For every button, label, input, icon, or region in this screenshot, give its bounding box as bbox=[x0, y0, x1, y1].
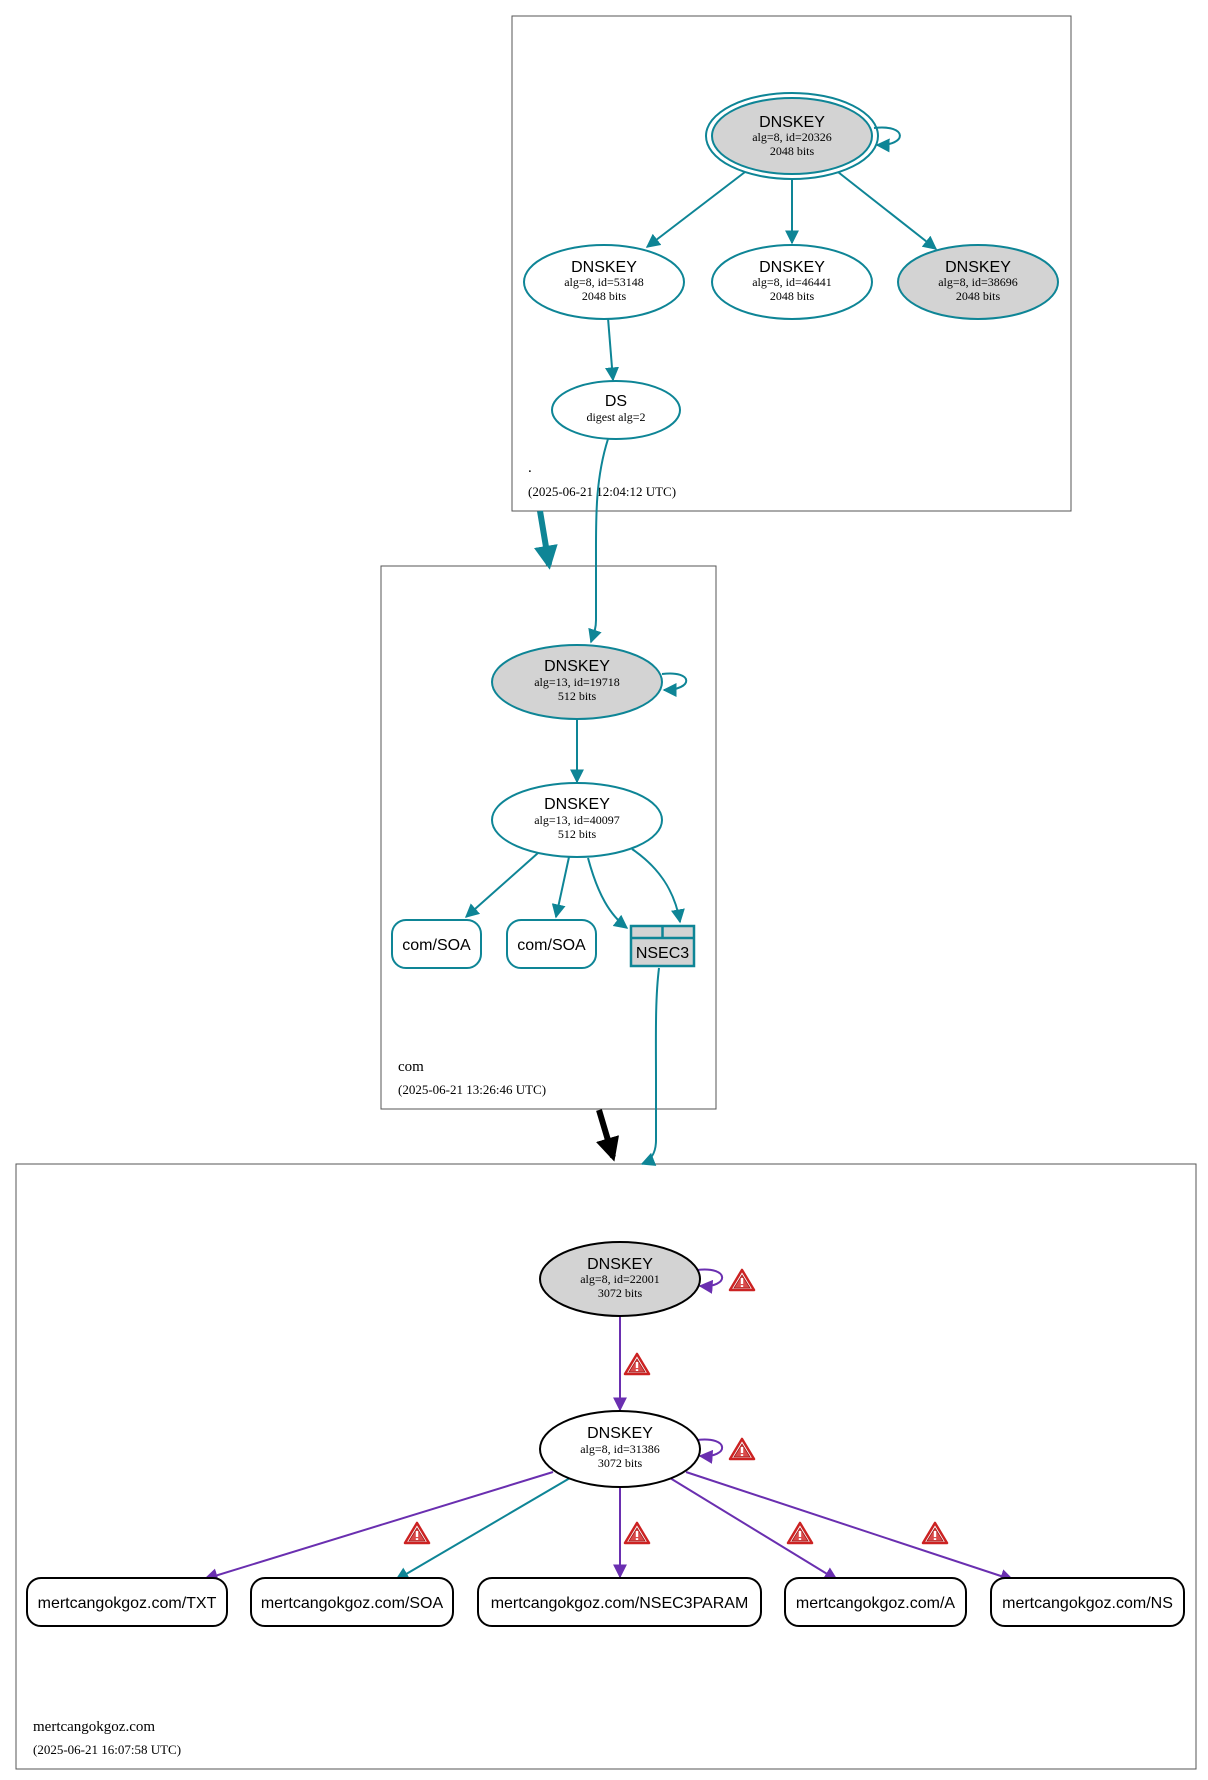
zone-com-timestamp: (2025-06-21 13:26:46 UTC) bbox=[398, 1082, 546, 1097]
edge-com-zsk-to-nsec3-a bbox=[587, 857, 629, 929]
edge-com-zsk-to-soa1 bbox=[464, 852, 539, 918]
node-detail: 3072 bits bbox=[598, 1286, 643, 1300]
node-com-ksk[interactable]: DNSKEY alg=13, id=19718 512 bits bbox=[491, 644, 663, 720]
warnings bbox=[403, 1268, 949, 1545]
node-detail: alg=8, id=46441 bbox=[752, 275, 832, 289]
zone-domain: mertcangokgoz.com (2025-06-21 16:07:58 U… bbox=[15, 1163, 1197, 1770]
warning-icon[interactable] bbox=[921, 1521, 949, 1545]
node-title: DNSKEY bbox=[544, 658, 610, 675]
node-title: DNSKEY bbox=[759, 114, 825, 131]
edge-root-zsk1-to-ds bbox=[605, 317, 619, 382]
node-detail: 3072 bits bbox=[598, 1456, 643, 1470]
com-edges bbox=[464, 672, 688, 1166]
domain-edges bbox=[203, 1268, 1015, 1583]
edge-dom-zsk-to-a bbox=[669, 1477, 839, 1581]
edge-root-ds-to-com-ksk bbox=[588, 438, 609, 644]
node-title: DNSKEY bbox=[571, 259, 637, 276]
node-title: DNSKEY bbox=[759, 259, 825, 276]
warning-icon[interactable] bbox=[623, 1352, 651, 1376]
node-domain-ns[interactable]: mertcangokgoz.com/NS bbox=[990, 1577, 1185, 1627]
zone-domain-timestamp: (2025-06-21 16:07:58 UTC) bbox=[33, 1742, 181, 1757]
node-detail: 2048 bits bbox=[582, 289, 627, 303]
edge-dom-ksk-self bbox=[696, 1268, 724, 1294]
node-label: mertcangokgoz.com/SOA bbox=[261, 1595, 444, 1612]
node-root-zsk-46441[interactable]: DNSKEY alg=8, id=46441 2048 bits bbox=[711, 244, 873, 320]
warning-icon[interactable] bbox=[623, 1521, 651, 1545]
node-detail: alg=8, id=22001 bbox=[580, 1272, 660, 1286]
node-root-ds[interactable]: DS digest alg=2 bbox=[551, 380, 681, 440]
node-label: mertcangokgoz.com/A bbox=[796, 1595, 956, 1612]
node-label: mertcangokgoz.com/NS bbox=[1002, 1595, 1173, 1612]
node-detail: alg=13, id=40097 bbox=[534, 813, 620, 827]
zone-domain-name: mertcangokgoz.com bbox=[33, 1719, 155, 1735]
node-title: DNSKEY bbox=[587, 1256, 653, 1273]
node-com-nsec3[interactable]: NSEC3 bbox=[629, 924, 696, 968]
edge-com-zsk-to-soa2 bbox=[551, 856, 570, 919]
zone-com-name: com bbox=[398, 1059, 424, 1075]
node-title: DNSKEY bbox=[587, 1425, 653, 1442]
delegation-arrow-com-to-domain bbox=[596, 1109, 620, 1162]
edge-dom-zsk-self bbox=[696, 1438, 724, 1464]
node-detail: 512 bits bbox=[558, 827, 597, 841]
node-detail: alg=8, id=20326 bbox=[752, 130, 832, 144]
node-detail: alg=13, id=19718 bbox=[534, 675, 620, 689]
node-root-zsk-53148[interactable]: DNSKEY alg=8, id=53148 2048 bits bbox=[523, 244, 685, 320]
warning-icon[interactable] bbox=[403, 1521, 431, 1545]
node-detail: 512 bits bbox=[558, 689, 597, 703]
node-detail: 2048 bits bbox=[770, 289, 815, 303]
node-label: com/SOA bbox=[517, 937, 586, 954]
node-title: DNSKEY bbox=[544, 796, 610, 813]
zone-root-box bbox=[511, 15, 1072, 512]
edge-root-ksk-self bbox=[873, 126, 901, 153]
node-label: mertcangokgoz.com/TXT bbox=[38, 1595, 217, 1612]
node-com-soa-2[interactable]: com/SOA bbox=[506, 919, 597, 969]
edge-dom-zsk-to-ns bbox=[685, 1471, 1015, 1583]
edge-com-nsec3-to-domain bbox=[640, 967, 660, 1166]
edge-com-zsk-to-nsec3-b bbox=[631, 848, 685, 924]
node-label: com/SOA bbox=[402, 937, 471, 954]
node-detail: digest alg=2 bbox=[586, 410, 645, 424]
node-label: mertcangokgoz.com/NSEC3PARAM bbox=[491, 1595, 749, 1612]
edge-root-ksk-to-zsk1 bbox=[645, 171, 746, 248]
edge-com-ksk-self bbox=[661, 672, 688, 697]
node-title: DNSKEY bbox=[945, 259, 1011, 276]
delegation-arrow-root-to-com bbox=[534, 510, 558, 570]
warning-icon[interactable] bbox=[728, 1268, 756, 1292]
root-edges bbox=[588, 126, 938, 644]
node-domain-ksk[interactable]: DNSKEY alg=8, id=22001 3072 bits bbox=[539, 1241, 701, 1317]
node-detail: 2048 bits bbox=[770, 144, 815, 158]
warning-icon[interactable] bbox=[728, 1437, 756, 1461]
node-title: DS bbox=[605, 393, 627, 410]
zone-root: . (2025-06-21 12:04:12 UTC) bbox=[511, 15, 1072, 512]
node-root-ksk-38696[interactable]: DNSKEY alg=8, id=38696 2048 bits bbox=[897, 244, 1059, 320]
node-com-zsk[interactable]: DNSKEY alg=13, id=40097 512 bits bbox=[491, 782, 663, 858]
zone-root-name: . bbox=[528, 460, 532, 476]
edge-root-ksk-to-ksk2 bbox=[837, 171, 938, 250]
node-detail: alg=8, id=38696 bbox=[938, 275, 1018, 289]
warning-icon[interactable] bbox=[786, 1521, 814, 1545]
node-domain-soa[interactable]: mertcangokgoz.com/SOA bbox=[250, 1577, 454, 1627]
node-domain-zsk[interactable]: DNSKEY alg=8, id=31386 3072 bits bbox=[539, 1410, 701, 1488]
edge-dom-zsk-to-soa bbox=[394, 1477, 571, 1581]
node-root-ksk[interactable]: DNSKEY alg=8, id=20326 2048 bits bbox=[705, 92, 879, 180]
node-label: NSEC3 bbox=[636, 945, 689, 962]
node-detail: alg=8, id=53148 bbox=[564, 275, 644, 289]
node-detail: alg=8, id=31386 bbox=[580, 1442, 660, 1456]
zone-root-timestamp: (2025-06-21 12:04:12 UTC) bbox=[528, 484, 676, 499]
node-com-soa-1[interactable]: com/SOA bbox=[391, 919, 482, 969]
zone-domain-box bbox=[15, 1163, 1197, 1770]
node-domain-txt[interactable]: mertcangokgoz.com/TXT bbox=[26, 1577, 228, 1627]
node-domain-nsec3param[interactable]: mertcangokgoz.com/NSEC3PARAM bbox=[477, 1577, 762, 1627]
node-domain-a[interactable]: mertcangokgoz.com/A bbox=[784, 1577, 967, 1627]
edge-dom-zsk-to-txt bbox=[203, 1471, 554, 1582]
node-detail: 2048 bits bbox=[956, 289, 1001, 303]
